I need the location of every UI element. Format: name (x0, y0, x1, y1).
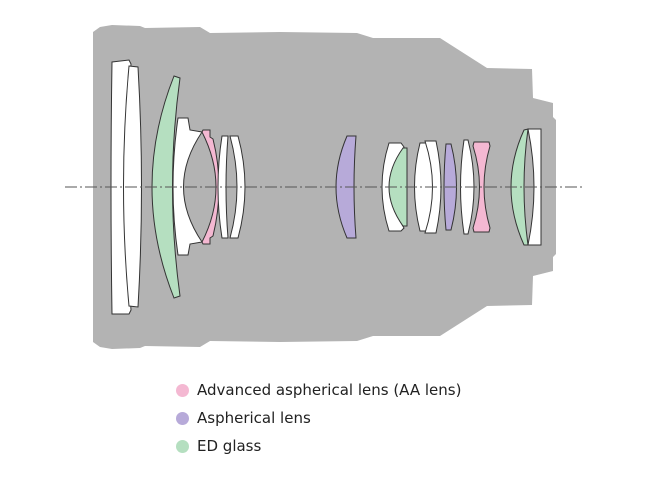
legend: Advanced aspherical lens (AA lens) Asphe… (176, 376, 461, 460)
lens-element-8-ed (388, 147, 408, 227)
lens-element-5b (229, 135, 246, 239)
legend-item-aspherical-lens: Aspherical lens (176, 404, 461, 432)
lens-element-4-aa (201, 129, 220, 245)
legend-label: Aspherical lens (197, 409, 311, 427)
legend-item-ed-glass: ED glass (176, 432, 461, 460)
legend-label: Advanced aspherical lens (AA lens) (197, 381, 462, 399)
lens-barrel (93, 25, 556, 349)
aspherical-lens-swatch-icon (176, 411, 189, 425)
lens-element-5a (217, 135, 229, 239)
legend-label: ED glass (197, 437, 262, 455)
legend-item-aa-lens: Advanced aspherical lens (AA lens) (176, 376, 461, 404)
aa-lens-swatch-icon (176, 383, 189, 397)
lens-element-13-ed (510, 128, 529, 246)
ed-glass-swatch-icon (176, 439, 189, 453)
